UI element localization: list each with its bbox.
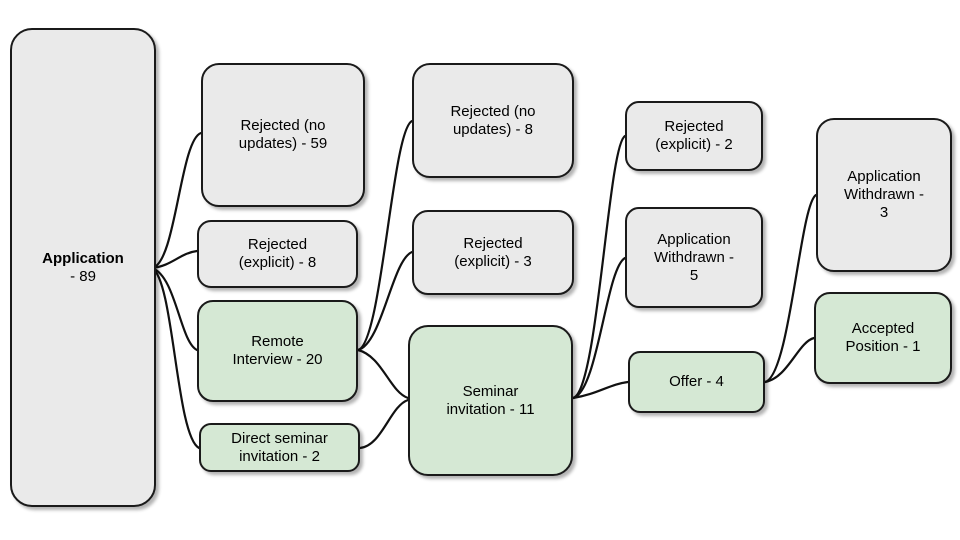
- edge-application-to-rejected-no-updates-59[interactable]: [150, 131, 203, 270]
- node-application[interactable]: Application- 89: [10, 28, 156, 507]
- node-label-application-withdrawn-5: Application Withdrawn - 5: [653, 230, 735, 284]
- edge-application-to-rejected-explicit-8[interactable]: [150, 249, 199, 270]
- node-label-rejected-explicit-8: Rejected (explicit) - 8: [238, 236, 317, 271]
- node-label-rejected-no-updates-8: Rejected (no updates) - 8: [450, 102, 536, 138]
- node-label-application-withdrawn-3: Application Withdrawn - 3: [843, 168, 925, 221]
- edge-direct-seminar-invitation-2-to-seminar-invitation-11[interactable]: [358, 398, 410, 450]
- node-direct-seminar-invitation-2[interactable]: Direct seminar invitation - 2: [199, 423, 360, 472]
- node-rejected-no-updates-59[interactable]: Rejected (no updates) - 59: [201, 63, 365, 207]
- edge-offer-4-to-application-withdrawn-3[interactable]: [763, 193, 818, 384]
- node-application-withdrawn-3[interactable]: Application Withdrawn - 3: [816, 118, 952, 272]
- node-label-offer-4: Offer - 4: [669, 373, 724, 390]
- edge-application-to-remote-interview-20[interactable]: [150, 266, 199, 352]
- node-seminar-invitation-11[interactable]: Seminar invitation - 11: [408, 325, 573, 476]
- node-rejected-explicit-8[interactable]: Rejected (explicit) - 8: [197, 220, 358, 288]
- node-application-withdrawn-5[interactable]: Application Withdrawn - 5: [625, 207, 763, 308]
- edge-application-to-direct-seminar-invitation-2[interactable]: [150, 266, 201, 450]
- node-rejected-no-updates-8[interactable]: Rejected (no updates) - 8: [412, 63, 574, 178]
- node-label-line: Application: [42, 249, 124, 267]
- node-label-remote-interview-20: Remote Interview - 20: [232, 333, 323, 368]
- node-label-accepted-position-1: Accepted Position - 1: [845, 320, 921, 355]
- edge-seminar-invitation-11-to-rejected-explicit-2[interactable]: [571, 134, 627, 400]
- edge-remote-interview-20-to-seminar-invitation-11[interactable]: [356, 348, 410, 400]
- edge-offer-4-to-accepted-position-1[interactable]: [763, 336, 816, 384]
- node-label-rejected-explicit-3: Rejected (explicit) - 3: [454, 234, 532, 270]
- edge-remote-interview-20-to-rejected-explicit-3[interactable]: [356, 250, 414, 352]
- node-remote-interview-20[interactable]: Remote Interview - 20: [197, 300, 358, 402]
- node-rejected-explicit-3[interactable]: Rejected (explicit) - 3: [412, 210, 574, 295]
- node-label-line: - 89: [70, 267, 96, 285]
- node-label-application: Application- 89: [42, 250, 124, 286]
- node-offer-4[interactable]: Offer - 4: [628, 351, 765, 413]
- edge-seminar-invitation-11-to-application-withdrawn-5[interactable]: [571, 256, 627, 400]
- node-accepted-position-1[interactable]: Accepted Position - 1: [814, 292, 952, 384]
- node-label-direct-seminar-invitation-2: Direct seminar invitation - 2: [231, 429, 328, 465]
- node-label-seminar-invitation-11: Seminar invitation - 11: [446, 382, 535, 418]
- node-label-rejected-no-updates-59: Rejected (no updates) - 59: [238, 117, 328, 152]
- node-label-rejected-explicit-2: Rejected (explicit) - 2: [655, 118, 733, 153]
- edge-remote-interview-20-to-rejected-no-updates-8[interactable]: [356, 119, 414, 352]
- node-rejected-explicit-2[interactable]: Rejected (explicit) - 2: [625, 101, 763, 171]
- edge-seminar-invitation-11-to-offer-4[interactable]: [571, 380, 630, 400]
